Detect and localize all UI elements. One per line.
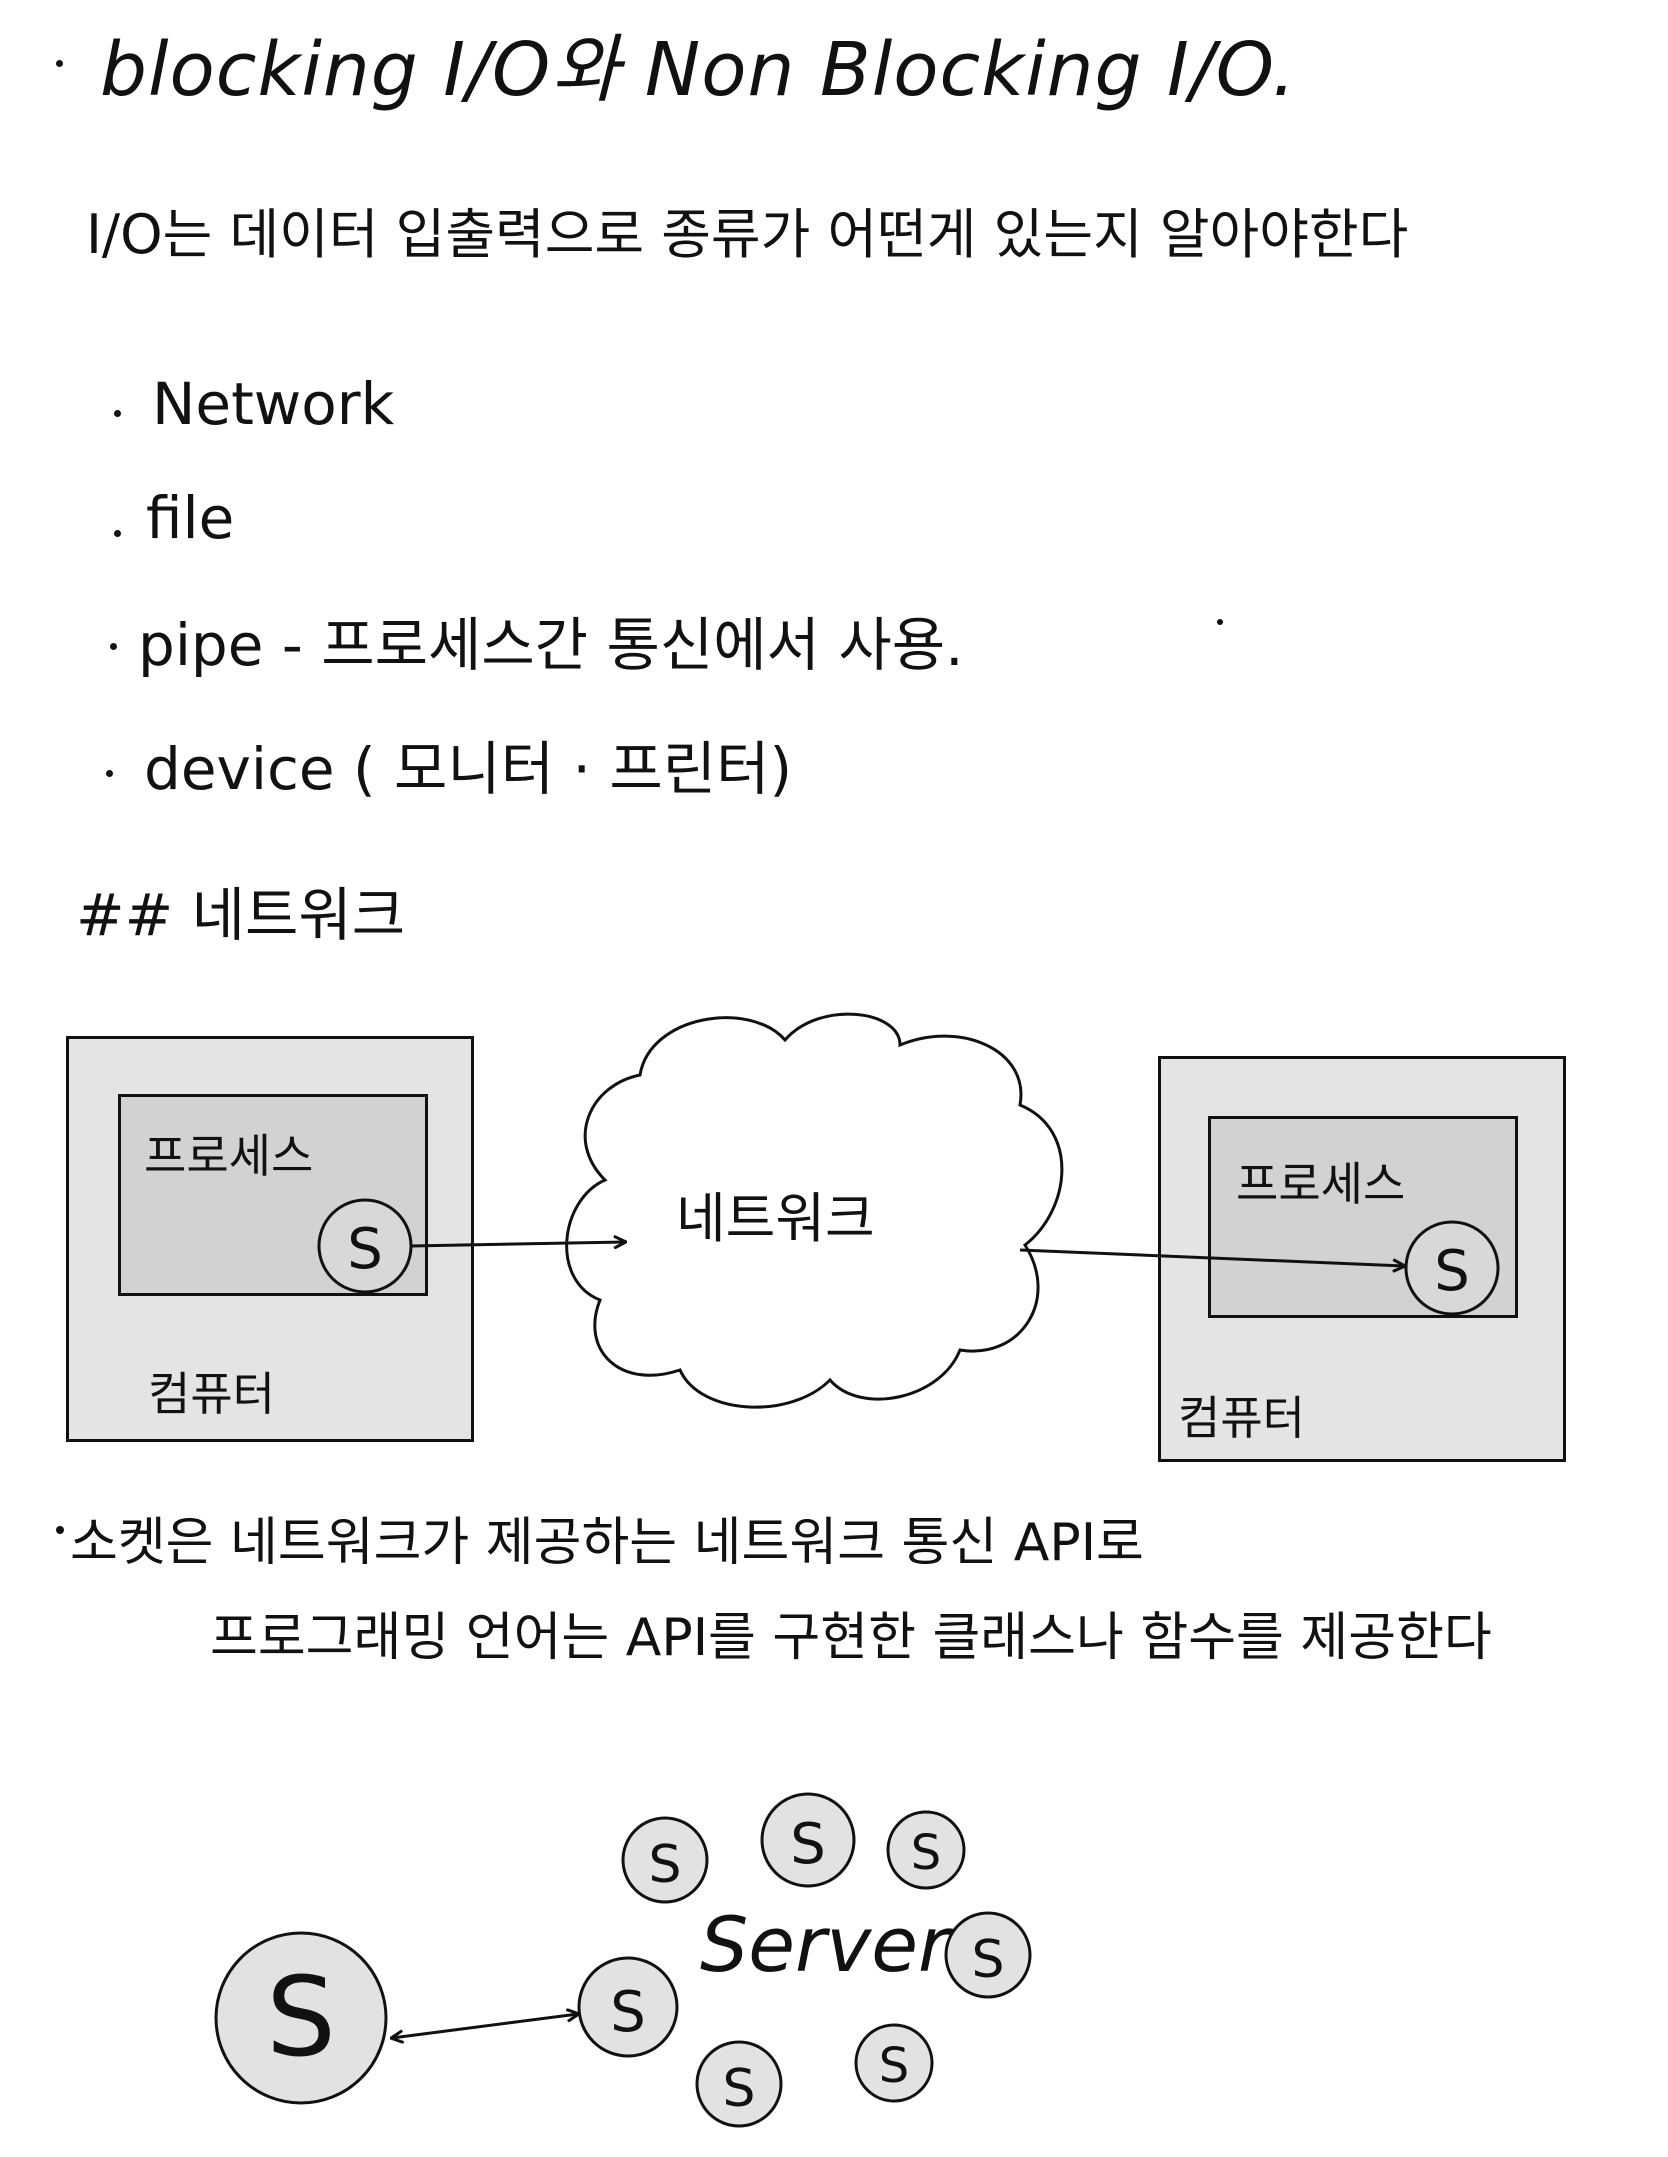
arrow-client-server <box>392 2014 578 2038</box>
stray-dot <box>1217 619 1223 625</box>
server-socket-3 <box>886 1810 966 1890</box>
left-socket-letter: S <box>347 1217 383 1282</box>
list-bullet <box>110 643 117 650</box>
server-socket-5 <box>577 1956 679 2058</box>
network-heading: ## 네트워크 <box>76 881 406 949</box>
server-socket-6-letter: S <box>879 2038 909 2094</box>
list-bullet <box>114 410 121 417</box>
socket-desc-line-2: 프로그래밍 언어는 API를 구현한 클래스나 함수를 제공한다 <box>210 1608 1492 1668</box>
list-bullet <box>114 530 121 537</box>
arrow-network-to-socket <box>1019 1248 1404 1266</box>
arrow-socket-to-network <box>410 1242 625 1246</box>
io-type-device: device ( 모니터 · 프린터) <box>144 735 793 803</box>
server-socket-3-letter: S <box>911 1825 941 1881</box>
server-label: Server <box>700 1900 950 1989</box>
client-socket-letter: S <box>266 1953 336 2081</box>
server-socket-5-letter: S <box>610 1980 646 2045</box>
io-type-network: Network <box>152 370 395 438</box>
list-bullet <box>106 770 113 777</box>
title-bullet <box>56 60 63 67</box>
server-socket-6 <box>854 2023 934 2103</box>
left-computer-label: 컴퓨터 <box>148 1367 275 1421</box>
server-socket-7-letter: S <box>722 2059 755 2119</box>
left-process-label: 프로세스 <box>144 1129 314 1183</box>
server-socket-2-letter: S <box>790 1812 826 1877</box>
page-title: blocking I/O와 Non Blocking I/O. <box>100 27 1297 113</box>
server-socket-1-letter: S <box>648 1835 681 1895</box>
desc-bullet <box>56 1526 64 1534</box>
client-socket <box>214 1931 388 2105</box>
socket-desc-line-1: 소켓은 네트워크가 제공하는 네트워크 통신 API로 <box>70 1513 1144 1573</box>
right-socket-letter: S <box>1434 1239 1470 1304</box>
io-type-pipe: pipe - 프로세스간 통신에서 사용. <box>138 611 964 679</box>
server-socket-4 <box>944 1911 1032 1999</box>
network-cloud <box>565 1012 1064 1409</box>
network-label: 네트워크 <box>676 1187 875 1250</box>
io-type-file: file <box>146 484 235 552</box>
server-socket-7 <box>695 2040 783 2128</box>
right-computer-label: 컴퓨터 <box>1178 1391 1305 1445</box>
server-socket-4-letter: S <box>971 1930 1004 1990</box>
server-socket-2 <box>760 1792 856 1888</box>
intro-text: I/O는 데이터 입출력으로 종류가 어떤게 있는지 알아야한다 <box>86 203 1409 266</box>
server-socket-1 <box>621 1816 709 1904</box>
right-process-label: 프로세스 <box>1236 1157 1406 1211</box>
